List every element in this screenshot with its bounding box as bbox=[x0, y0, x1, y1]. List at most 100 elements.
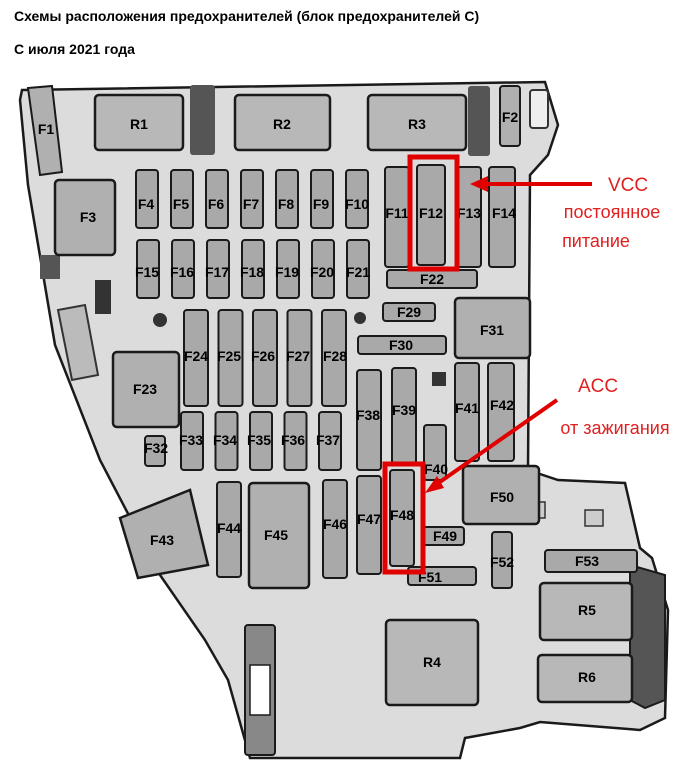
fuse-f31-label: F31 bbox=[480, 322, 504, 338]
fuse-f22-label: F22 bbox=[420, 271, 444, 287]
relay-r1-label: R1 bbox=[130, 116, 148, 132]
fuse-f19-body bbox=[276, 239, 300, 299]
fuse-f49-label: F49 bbox=[433, 528, 457, 544]
fuse-f17-label: F17 bbox=[205, 264, 229, 280]
fuse-f47-body bbox=[356, 475, 382, 575]
acc-description: от зажигания bbox=[560, 418, 669, 438]
fuse-f8-body bbox=[275, 169, 299, 229]
fuse-f15-body bbox=[136, 239, 160, 299]
fuse-f38-body bbox=[356, 369, 382, 471]
relay-r3-body bbox=[366, 93, 468, 152]
fuse-f11-label: F11 bbox=[385, 205, 409, 221]
fuse-f2-label: F2 bbox=[502, 109, 519, 125]
vcc-description-line1: постоянное bbox=[564, 202, 660, 222]
relay-r6-body bbox=[536, 653, 634, 704]
fuse-f7-label: F7 bbox=[243, 196, 260, 212]
fuse-f18-label: F18 bbox=[240, 264, 264, 280]
fuse-f31-body bbox=[453, 296, 532, 360]
fuse-f50-body bbox=[461, 464, 541, 526]
relay-r5-body bbox=[538, 581, 634, 642]
vcc-highlight-frame bbox=[407, 154, 460, 272]
fuse-f26-label: F26 bbox=[251, 348, 275, 364]
fuse-f47-label: F47 bbox=[357, 511, 381, 527]
fuse-f9-body bbox=[310, 169, 334, 229]
fuse-f34-label: F34 bbox=[213, 432, 237, 448]
relay-r2-label: R2 bbox=[273, 116, 291, 132]
fuse-f3-label: F3 bbox=[80, 209, 97, 225]
fuse-f12-label: F12 bbox=[419, 205, 443, 221]
fuse-f12-body bbox=[416, 164, 446, 266]
fuse-f7-body bbox=[240, 169, 264, 229]
fuse-f42-label: F42 bbox=[490, 397, 514, 413]
fuse-f46-body bbox=[322, 479, 348, 579]
fuse-f27-body bbox=[286, 309, 313, 407]
relay-r4-label: R4 bbox=[423, 654, 441, 670]
fuse-f53-body bbox=[544, 549, 638, 573]
fuse-f34-body bbox=[214, 411, 239, 471]
fuse-f29-body bbox=[382, 302, 436, 322]
fuse-f25-label: F25 bbox=[217, 348, 241, 364]
fuse-f52-body bbox=[491, 531, 513, 589]
fuse-f43-label: F43 bbox=[150, 532, 174, 548]
fuse-f30-body bbox=[357, 335, 447, 355]
fuse-f36-label: F36 bbox=[281, 432, 305, 448]
relay-r4-body bbox=[384, 618, 480, 707]
vcc-description-line2: питание bbox=[562, 231, 630, 251]
relay-r1-body bbox=[93, 93, 185, 152]
vcc-arrow bbox=[470, 176, 592, 192]
fuse-f24-label: F24 bbox=[184, 348, 208, 364]
fuse-f6-label: F6 bbox=[208, 196, 225, 212]
fuse-f8-label: F8 bbox=[278, 196, 295, 212]
fuse-f20-body bbox=[311, 239, 335, 299]
fuse-f24-body bbox=[183, 309, 209, 407]
page-subtitle: С июля 2021 года bbox=[14, 41, 135, 57]
relay-r2-body bbox=[233, 93, 332, 152]
fuse-f23-body bbox=[111, 350, 181, 429]
vcc-label: VCC bbox=[608, 175, 648, 196]
fuse-f4-body bbox=[135, 169, 159, 229]
fuse-f28-label: F28 bbox=[323, 348, 347, 364]
fuse-f1-body bbox=[26, 84, 64, 177]
fuse-f19-label: F19 bbox=[275, 264, 299, 280]
fuse-f23-label: F23 bbox=[133, 381, 157, 397]
fuse-f14-label: F14 bbox=[492, 205, 516, 221]
fuse-f44-label: F44 bbox=[217, 520, 241, 536]
box-details bbox=[40, 85, 666, 756]
fuse-f44-body bbox=[216, 481, 242, 578]
fuse-f30-label: F30 bbox=[389, 337, 413, 353]
fuse-f40-label: F40 bbox=[424, 461, 448, 477]
fuse-f26-body bbox=[252, 309, 278, 407]
fuse-f14-body bbox=[488, 166, 516, 268]
fuse-f37-label: F37 bbox=[316, 432, 340, 448]
fuse-f35-body bbox=[249, 411, 273, 471]
relay-r6-label: R6 bbox=[578, 669, 596, 685]
fuse-f5-body bbox=[170, 169, 194, 229]
fuse-f25-body bbox=[217, 309, 244, 407]
relay-r5-label: R5 bbox=[578, 602, 596, 618]
fuse-f52-label: F52 bbox=[490, 554, 514, 570]
fuse-f48-body bbox=[389, 469, 415, 567]
fuse-f36-body bbox=[283, 411, 308, 471]
fuse-f32-body bbox=[144, 435, 166, 467]
fuse-f48-label: F48 bbox=[390, 507, 414, 523]
fuse-f16-body bbox=[171, 239, 195, 299]
fuse-f10-label: F10 bbox=[345, 196, 369, 212]
fuse-f32-label: F32 bbox=[144, 440, 168, 456]
fuse-f45-body bbox=[247, 481, 311, 590]
fuse-f4-label: F4 bbox=[138, 196, 155, 212]
fuse-f16-label: F16 bbox=[170, 264, 194, 280]
fuse-f3-body bbox=[53, 178, 117, 257]
fuse-f29-label: F29 bbox=[397, 304, 421, 320]
fuse-f21-label: F21 bbox=[346, 264, 370, 280]
fuse-f1-label: F1 bbox=[38, 121, 55, 137]
fuse-f15-label: F15 bbox=[135, 264, 159, 280]
fuse-f39-label: F39 bbox=[392, 402, 416, 418]
fuse-f5-label: F5 bbox=[173, 196, 190, 212]
fuse-f53-label: F53 bbox=[575, 553, 599, 569]
fuse-f33-body bbox=[180, 411, 204, 471]
fuse-f35-label: F35 bbox=[247, 432, 271, 448]
fuse-f13-label: F13 bbox=[457, 205, 481, 221]
fuse-f21-body bbox=[346, 239, 370, 299]
acc-label: ACC bbox=[578, 376, 618, 397]
fuse-f6-body bbox=[205, 169, 229, 229]
